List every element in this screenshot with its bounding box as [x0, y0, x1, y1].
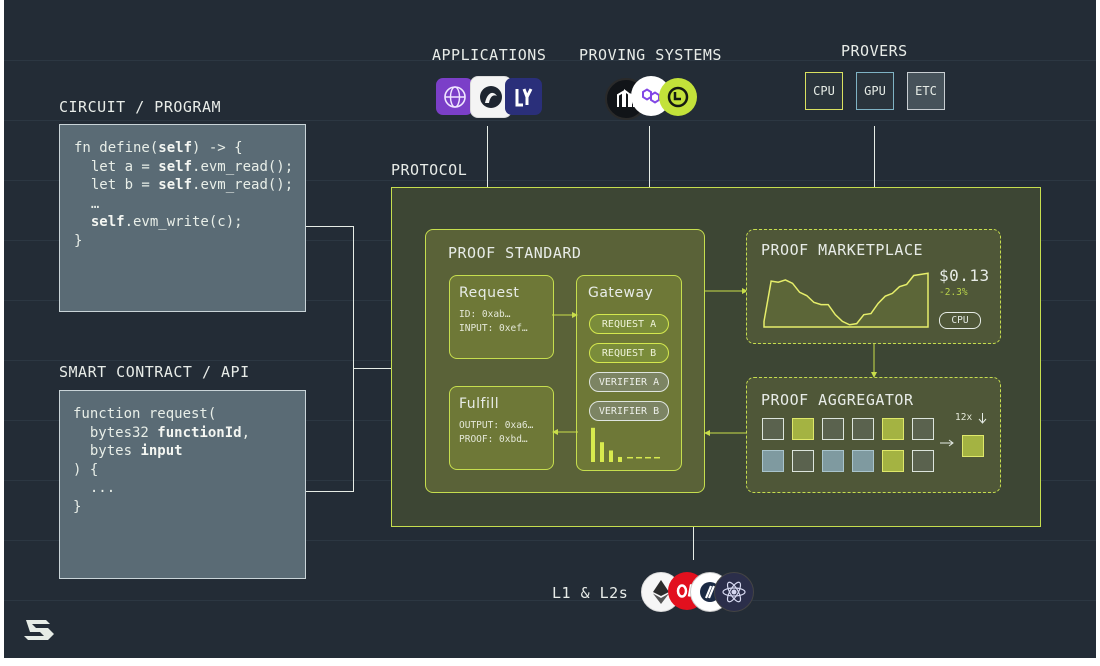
proof-marketplace-panel: PROOF MARKETPLACE $0.13 -2.3% CPU — [746, 229, 1001, 344]
gateway-bar — [609, 450, 613, 462]
proof-square — [762, 450, 784, 472]
code-line: } — [74, 232, 83, 249]
circuit-program-label: CIRCUIT / PROGRAM — [59, 98, 222, 116]
marketplace-change: -2.3% — [939, 287, 968, 298]
arrow-down-icon — [978, 413, 987, 424]
proof-square — [882, 418, 904, 440]
code-line: bytes input — [73, 443, 183, 459]
code-line: let a = self.evm_read(); — [74, 158, 294, 175]
application-logo-globe-icon — [436, 78, 473, 115]
protocol-label: PROTOCOL — [391, 161, 468, 179]
fulfill-card: Fulfill OUTPUT: 0xa6… PROOF: 0xbd… — [449, 386, 554, 470]
arrow-left-icon — [552, 429, 578, 435]
proof-standard-panel: PROOF STANDARD Request ID: 0xab… INPUT: … — [425, 229, 705, 493]
arrow-to-aggregator-icon — [871, 342, 877, 378]
gateway-bar — [591, 427, 595, 462]
proof-marketplace-title: PROOF MARKETPLACE — [761, 241, 924, 259]
connector-line — [874, 126, 875, 228]
marketplace-price-chart — [763, 272, 929, 328]
smart-contract-code-box: function request( bytes32 functionId, by… — [59, 390, 306, 579]
proof-square — [822, 418, 844, 440]
fulfill-proof: PROOF: 0xbd… — [459, 434, 528, 445]
applications-label: APPLICATIONS — [432, 46, 547, 64]
gateway-title: Gateway — [588, 285, 654, 301]
proof-square — [912, 450, 934, 472]
connector-line — [693, 526, 694, 560]
connector-line — [306, 491, 354, 492]
proving-systems-label: PROVING SYSTEMS — [579, 46, 722, 64]
connector-line — [306, 226, 354, 227]
arrow-from-aggregator-icon — [704, 430, 748, 436]
proof-square — [882, 450, 904, 472]
proof-square — [762, 418, 784, 440]
code-line: bytes32 functionId, — [73, 424, 251, 441]
fulfill-output: OUTPUT: 0xa6… — [459, 420, 534, 431]
gateway-pill-verifier-a: VERIFIER A — [589, 372, 669, 392]
arrow-right-icon — [940, 439, 954, 447]
marketplace-price: $0.13 — [939, 266, 990, 285]
application-logo-letter-icon — [505, 78, 542, 115]
gateway-pill-verifier-b: VERIFIER B — [589, 401, 669, 421]
marketplace-series-line — [763, 272, 929, 328]
gateway-bar — [636, 456, 642, 459]
prover-cpu-tile: CPU — [805, 72, 843, 110]
gateway-bar — [645, 456, 651, 459]
gateway-pill-request-b: REQUEST B — [589, 343, 669, 363]
proof-standard-title: PROOF STANDARD — [448, 244, 582, 262]
code-line: self.evm_write(c); — [90, 214, 243, 230]
marketplace-cpu-badge: CPU — [939, 312, 981, 329]
proof-aggregator-title: PROOF AGGREGATOR — [761, 391, 914, 409]
l1-l2s-label: L1 & L2s — [552, 584, 629, 602]
request-input: INPUT: 0xef… — [459, 323, 528, 334]
code-line: ) { — [73, 461, 99, 478]
cosmos-logo-icon — [714, 572, 754, 612]
gateway-bar — [618, 456, 622, 462]
connector-line — [487, 126, 488, 228]
proof-square — [822, 450, 844, 472]
brand-logo-icon — [24, 620, 54, 640]
prover-gpu-tile: GPU — [856, 72, 894, 110]
gateway-bar — [600, 442, 604, 462]
arrow-right-icon — [552, 312, 578, 318]
gateway-bar — [654, 456, 660, 459]
connector-line — [649, 126, 650, 228]
code-line: fn define(self) -> { — [74, 140, 243, 156]
fulfill-title: Fulfill — [459, 396, 500, 412]
aggregator-factor: 12x — [955, 412, 973, 423]
request-title: Request — [459, 285, 520, 301]
gateway-card: Gateway REQUEST A REQUEST B VERIFIER A V… — [576, 275, 682, 471]
proof-square — [852, 450, 874, 472]
code-line: function request( — [73, 406, 217, 422]
diagram-canvas: APPLICATIONS PROVING SYSTEMS PROVERS CPU… — [4, 0, 1096, 658]
connector-line — [353, 226, 354, 492]
proof-square — [852, 418, 874, 440]
code-line: let b = self.evm_read(); — [74, 177, 294, 193]
arrow-to-marketplace-icon — [704, 288, 748, 294]
request-id: ID: 0xab… — [459, 309, 511, 320]
code-line: ... — [73, 480, 116, 496]
proof-square — [792, 450, 814, 472]
circuit-code-box: fn define(self) -> { let a = self.evm_re… — [59, 124, 306, 312]
proof-square — [912, 418, 934, 440]
connector-line — [353, 368, 391, 369]
proving-system-logo-loop-icon — [659, 78, 697, 116]
code-line: … — [74, 195, 100, 212]
request-card: Request ID: 0xab… INPUT: 0xef… — [449, 275, 554, 359]
proof-square — [792, 418, 814, 440]
provers-label: PROVERS — [841, 42, 908, 60]
proof-aggregator-panel: PROOF AGGREGATOR 12x — [746, 377, 1001, 493]
smart-contract-api-label: SMART CONTRACT / API — [59, 363, 250, 381]
prover-etc-tile: ETC — [907, 72, 945, 110]
gateway-bar — [627, 456, 633, 459]
gateway-bar-chart — [591, 427, 660, 462]
aggregated-proof-square — [962, 435, 984, 457]
gateway-pill-request-a: REQUEST A — [589, 314, 669, 334]
code-line: } — [73, 498, 82, 515]
